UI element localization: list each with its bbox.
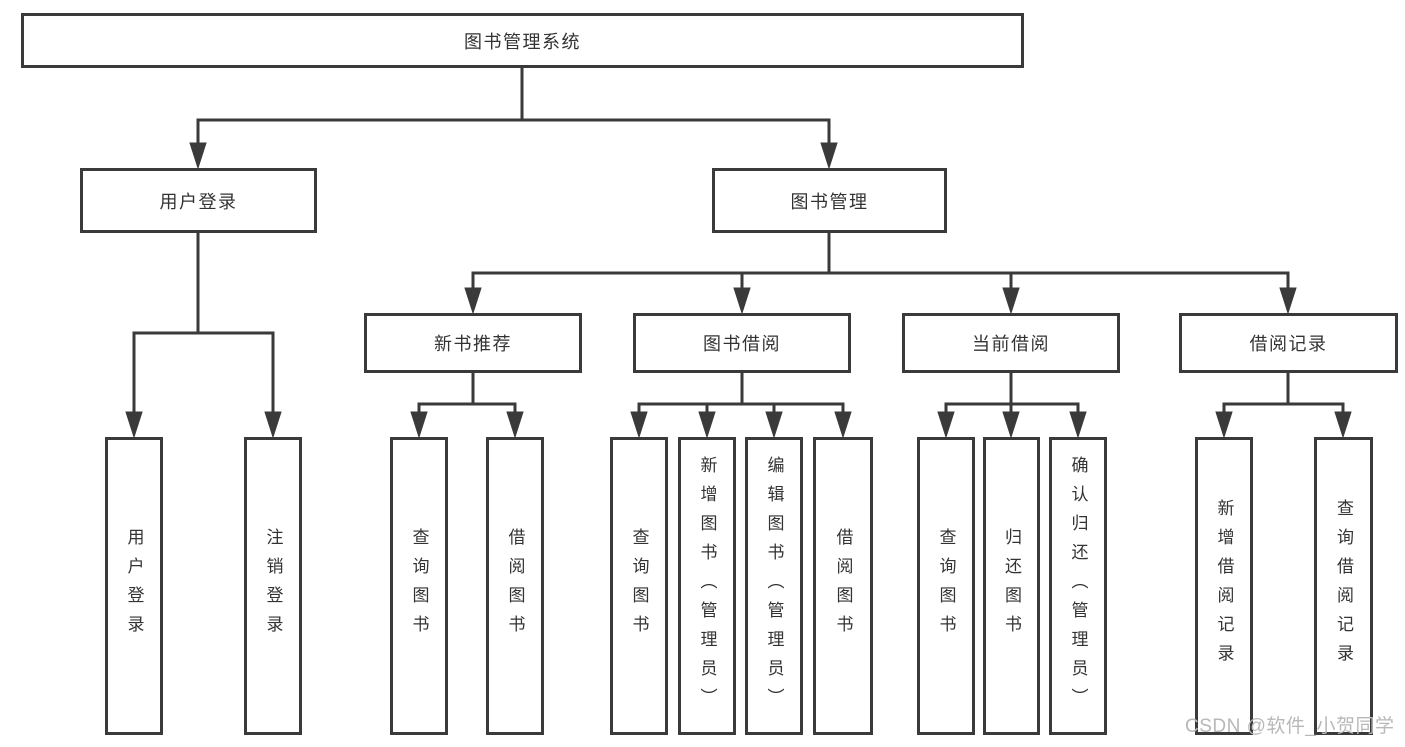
csdn-watermark: CSDN @软件_小贺同学 (1185, 716, 1395, 737)
leaf-user-login: 用户登录 (105, 437, 163, 735)
node-label: 图书管理系统 (464, 31, 581, 52)
node-book-borrowing: 图书借阅 (633, 313, 851, 373)
node-label: 用户登录 (159, 191, 238, 212)
node-user-login: 用户登录 (80, 168, 317, 233)
node-current-borrowing: 当前借阅 (902, 313, 1120, 373)
connector-borrow-record-to-leaves (1215, 373, 1352, 439)
leaf-add-books-admin: 新增图书（管理员） (678, 437, 736, 735)
node-borrowing-records: 借阅记录 (1179, 313, 1398, 373)
node-label: 编辑图书（管理员） (764, 455, 784, 717)
node-root-system: 图书管理系统 (21, 13, 1024, 68)
connector-new-book-rec-to-leaves (410, 373, 524, 439)
connector-current-borrow-to-leaves (937, 373, 1087, 439)
leaf-edit-books-admin: 编辑图书（管理员） (745, 437, 803, 735)
connector-root-to-level2 (189, 68, 838, 170)
node-book-management: 图书管理 (712, 168, 947, 233)
node-label: 图书借阅 (703, 334, 781, 354)
connector-user-login-to-leaves (125, 233, 282, 439)
node-label: 新增借阅记录 (1214, 499, 1234, 673)
leaf-query-books-current: 查询图书 (917, 437, 975, 735)
node-label: 新书推荐 (434, 334, 512, 354)
leaf-borrow-books: 借阅图书 (813, 437, 873, 735)
node-label: 用户登录 (124, 528, 144, 644)
node-label: 借阅记录 (1249, 334, 1328, 354)
node-label: 当前借阅 (972, 334, 1050, 354)
leaf-return-books: 归还图书 (983, 437, 1040, 735)
node-label: 新增图书（管理员） (697, 455, 717, 717)
leaf-query-borrow-record: 查询借阅记录 (1314, 437, 1373, 735)
leaf-confirm-return-admin: 确认归还（管理员） (1049, 437, 1107, 735)
node-label: 查询图书 (629, 528, 649, 644)
node-label: 查询图书 (409, 528, 429, 644)
leaf-borrow-books-recommend: 借阅图书 (486, 437, 544, 735)
leaf-logout: 注销登录 (244, 437, 302, 735)
node-label: 确认归还（管理员） (1068, 455, 1088, 717)
leaf-query-books-borrowing: 查询图书 (610, 437, 668, 735)
leaf-query-books-recommend: 查询图书 (390, 437, 448, 735)
node-label: 借阅图书 (833, 528, 853, 644)
node-label: 归还图书 (1002, 528, 1021, 644)
connector-book-mgmt-to-level3 (464, 233, 1297, 315)
connector-book-borrow-to-leaves (630, 373, 852, 439)
node-label: 图书管理 (790, 191, 869, 212)
node-label: 查询借阅记录 (1334, 499, 1353, 673)
node-label: 借阅图书 (505, 528, 525, 644)
node-new-book-recommendation: 新书推荐 (364, 313, 582, 373)
node-label: 注销登录 (263, 528, 283, 644)
leaf-add-borrow-record: 新增借阅记录 (1195, 437, 1253, 735)
node-label: 查询图书 (936, 528, 956, 644)
